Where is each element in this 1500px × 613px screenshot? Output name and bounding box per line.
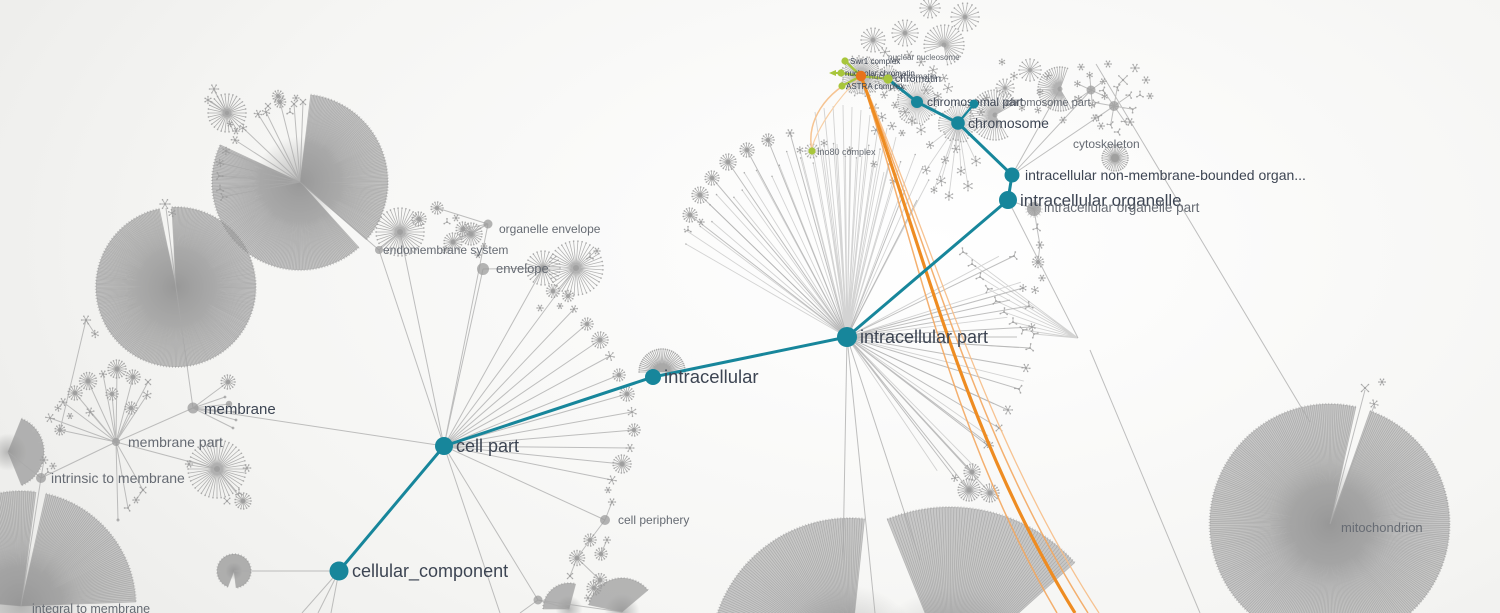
svg-text:Ino80 complex: Ino80 complex bbox=[817, 147, 876, 157]
svg-text:intracellular organelle: intracellular organelle bbox=[1020, 191, 1182, 210]
svg-text:mitochondrion: mitochondrion bbox=[1341, 520, 1423, 535]
svg-text:organelle envelope: organelle envelope bbox=[499, 222, 601, 236]
svg-text:chromosome: chromosome bbox=[968, 115, 1049, 131]
svg-text:chromosome part: chromosome part bbox=[1005, 97, 1091, 109]
svg-text:intracellular: intracellular bbox=[664, 366, 759, 387]
svg-text:cell periphery: cell periphery bbox=[618, 513, 689, 527]
svg-text:membrane: membrane bbox=[204, 401, 276, 418]
svg-text:intracellular part: intracellular part bbox=[860, 327, 988, 347]
svg-text:envelope: envelope bbox=[496, 261, 549, 276]
svg-text:endomembrane system: endomembrane system bbox=[383, 243, 508, 257]
svg-text:nucleolar chromatin: nucleolar chromatin bbox=[845, 69, 915, 78]
svg-text:integral to membrane: integral to membrane bbox=[32, 602, 150, 613]
svg-text:membrane part: membrane part bbox=[128, 434, 223, 450]
svg-text:cell part: cell part bbox=[456, 436, 519, 456]
svg-text:intracellular organelle part: intracellular organelle part bbox=[1044, 200, 1200, 215]
svg-text:Swr1 complex: Swr1 complex bbox=[850, 57, 900, 66]
svg-text:ASTRA complex: ASTRA complex bbox=[846, 82, 904, 91]
svg-text:nuclear chromatin: nuclear chromatin bbox=[869, 71, 937, 81]
svg-text:intrinsic to membrane: intrinsic to membrane bbox=[51, 470, 185, 486]
svg-text:chromatin: chromatin bbox=[895, 73, 941, 85]
svg-text:cellular_component: cellular_component bbox=[352, 561, 508, 582]
svg-text:nuclear nucleosome: nuclear nucleosome bbox=[888, 53, 960, 62]
svg-text:intracellular non-membrane-bou: intracellular non-membrane-bounded organ… bbox=[1025, 167, 1306, 183]
svg-text:cytoskeleton: cytoskeleton bbox=[1073, 137, 1140, 151]
